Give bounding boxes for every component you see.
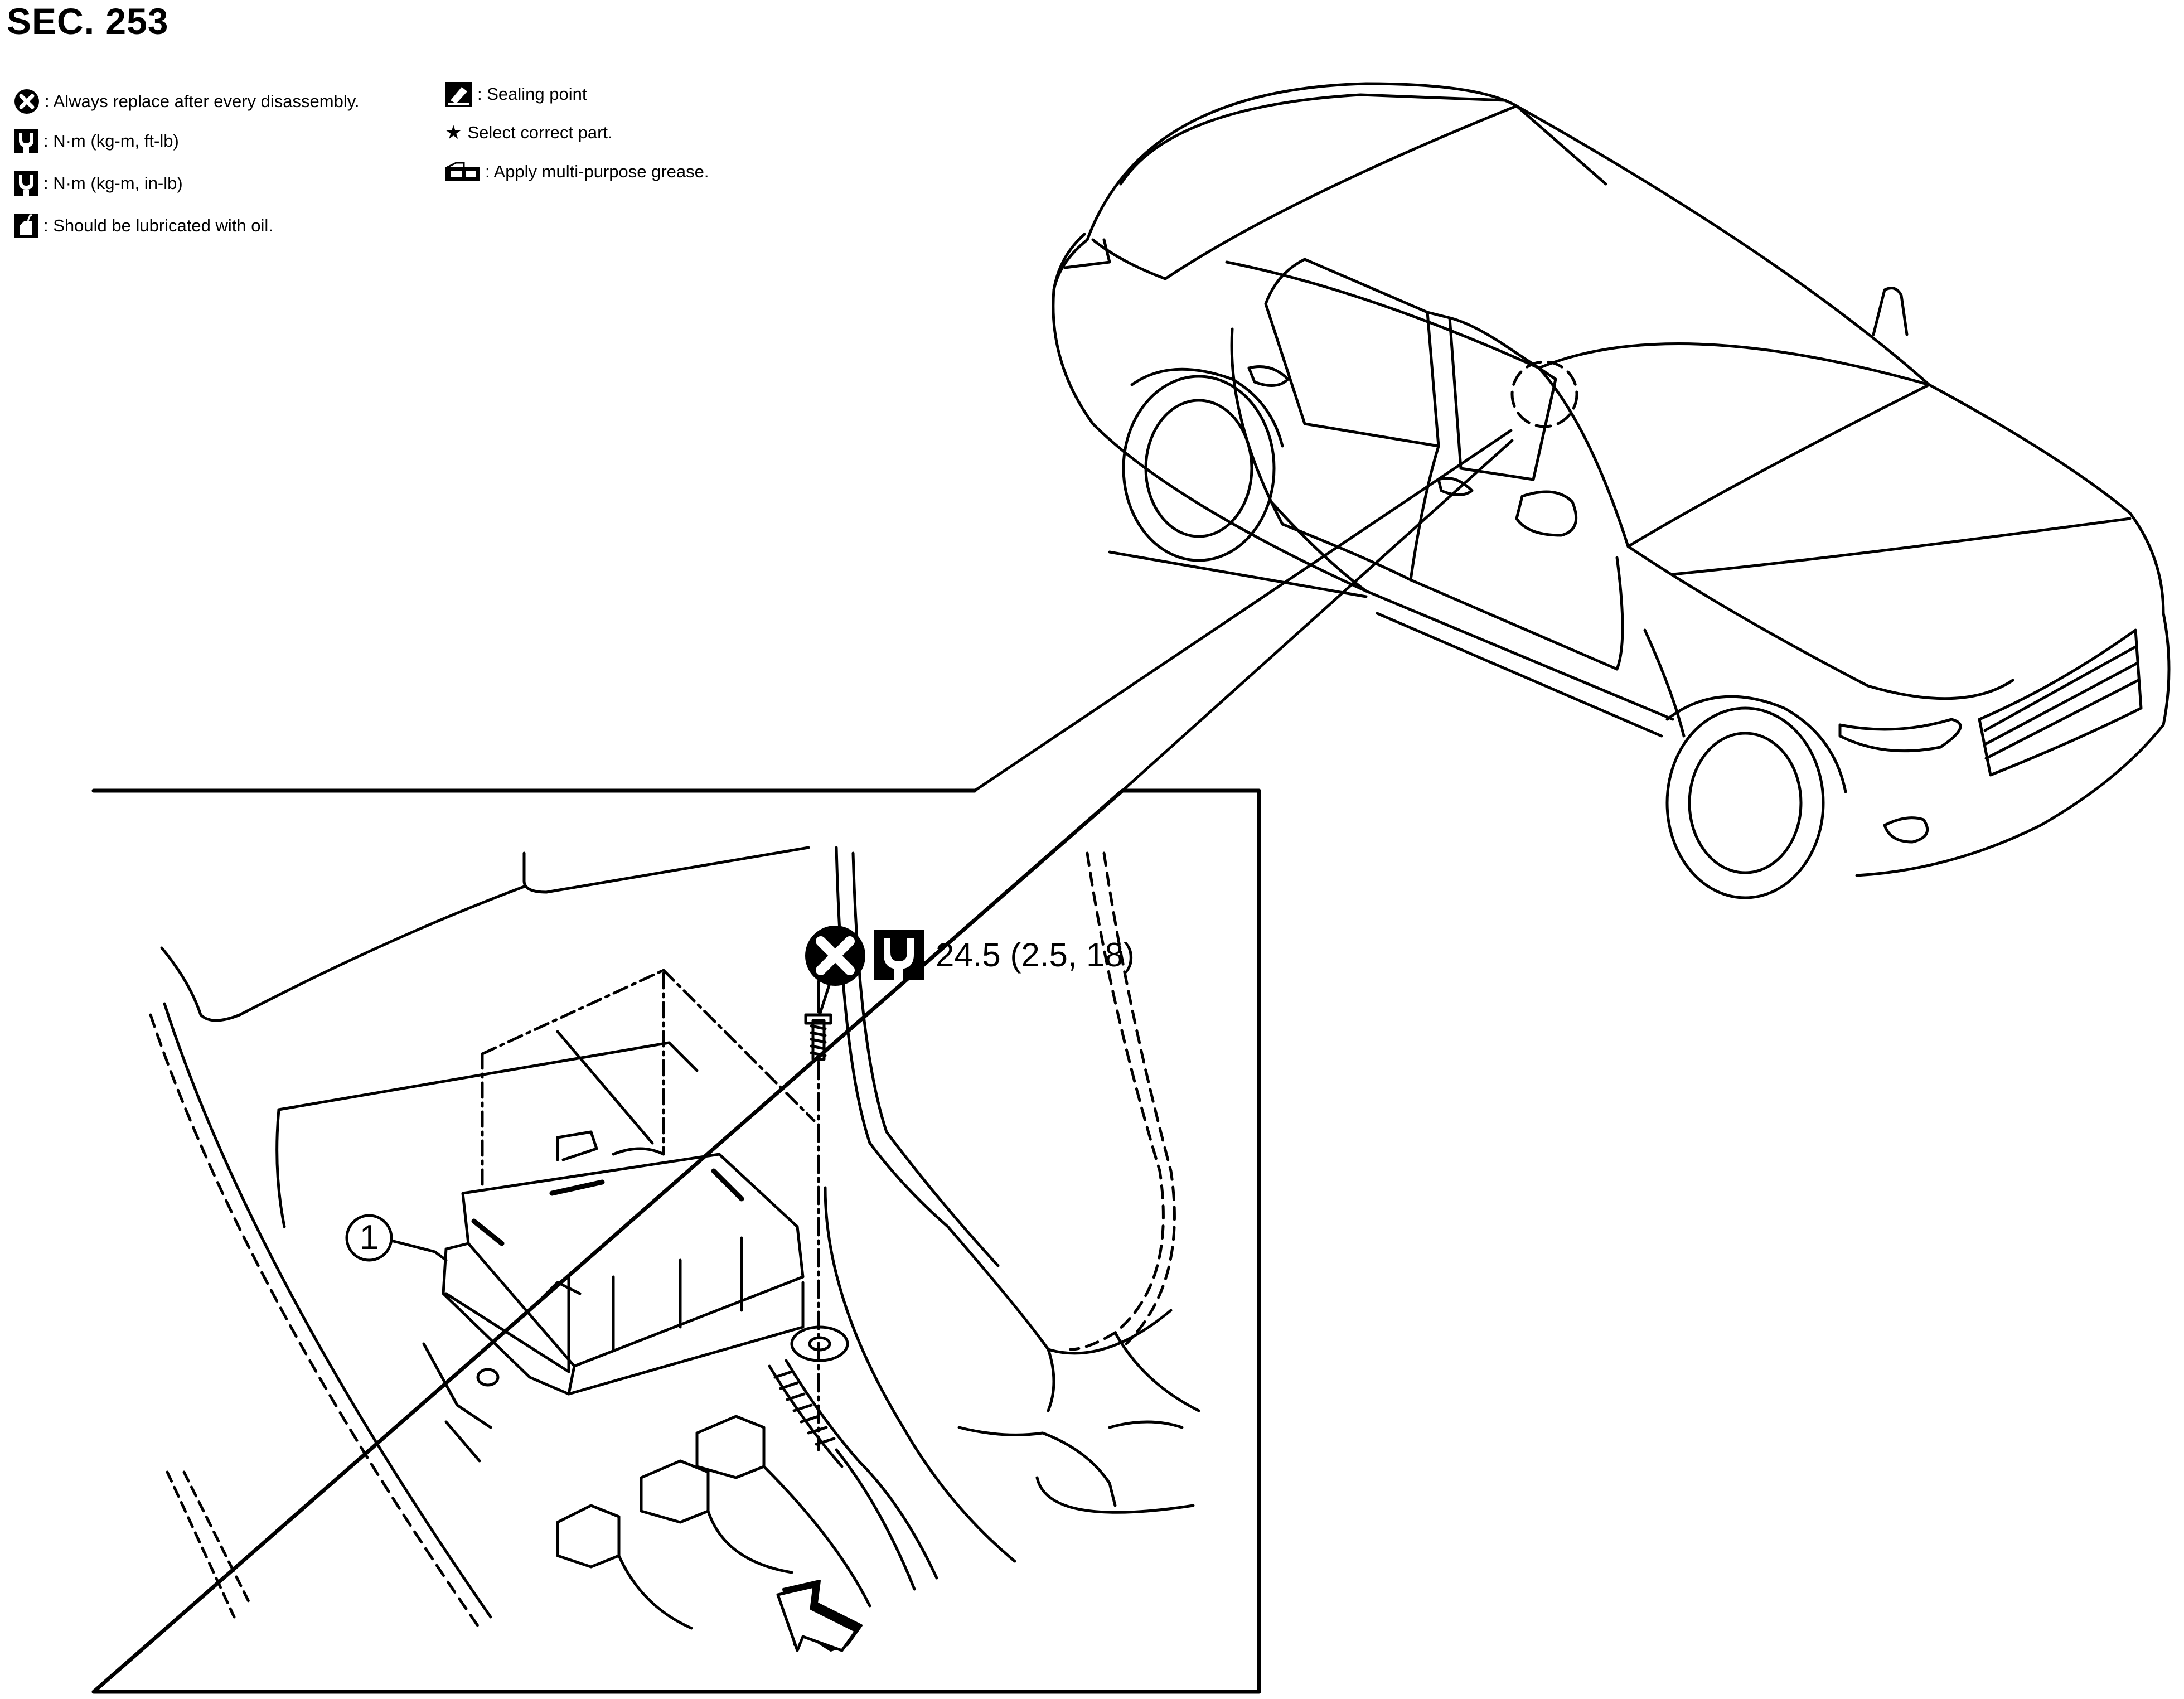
legend-replace: : Always replace after every disassembly… (13, 88, 360, 115)
legend-torque-ftlb-text: : N·m (kg-m, ft-lb) (43, 131, 179, 151)
sealing-point-icon (445, 82, 472, 107)
detail-frame (91, 788, 1261, 1694)
legend-select-text: Select correct part. (467, 123, 613, 142)
leader-line-right (1121, 439, 1514, 792)
legend-select: ★ Select correct part. (445, 123, 613, 143)
car-illustration (1052, 82, 2171, 899)
legend-grease: : Apply multi-purpose grease. (445, 162, 709, 182)
oil-can-icon (14, 214, 38, 238)
legend-replace-text: : Always replace after every disassembly… (45, 91, 360, 111)
grease-icon (445, 162, 480, 181)
part-leader-line (390, 1239, 448, 1262)
detail-illustration (149, 846, 1200, 1630)
legend-grease-text: : Apply multi-purpose grease. (485, 162, 709, 181)
torque-spec: 24.5 (2.5, 18) (936, 936, 1135, 974)
leader-line-left (973, 429, 1513, 792)
replace-icon (14, 89, 39, 114)
part-number-circle (345, 1214, 393, 1262)
part-number-label: 1 (359, 1218, 379, 1257)
callout-bolt-leader (818, 984, 831, 1017)
torque-wrench-inlb-icon (14, 171, 38, 196)
legend-sealing-text: : Sealing point (477, 84, 587, 104)
callout-replace-icon (805, 926, 865, 986)
legend-torque-ftlb: : N·m (kg-m, ft-lb) (13, 128, 179, 154)
legend-sealing: : Sealing point (445, 81, 587, 107)
callout-torque-icon (874, 930, 924, 980)
star-icon: ★ (445, 122, 462, 143)
legend-oil: : Should be lubricated with oil. (13, 213, 273, 239)
torque-wrench-icon (14, 129, 38, 154)
section-title: SEC. 253 (7, 1, 169, 42)
legend-torque-inlb-text: : N·m (kg-m, in-lb) (43, 173, 183, 193)
legend-torque-inlb: : N·m (kg-m, in-lb) (13, 171, 183, 196)
legend-oil-text: : Should be lubricated with oil. (43, 216, 273, 235)
front-arrow-outline (776, 1585, 858, 1652)
